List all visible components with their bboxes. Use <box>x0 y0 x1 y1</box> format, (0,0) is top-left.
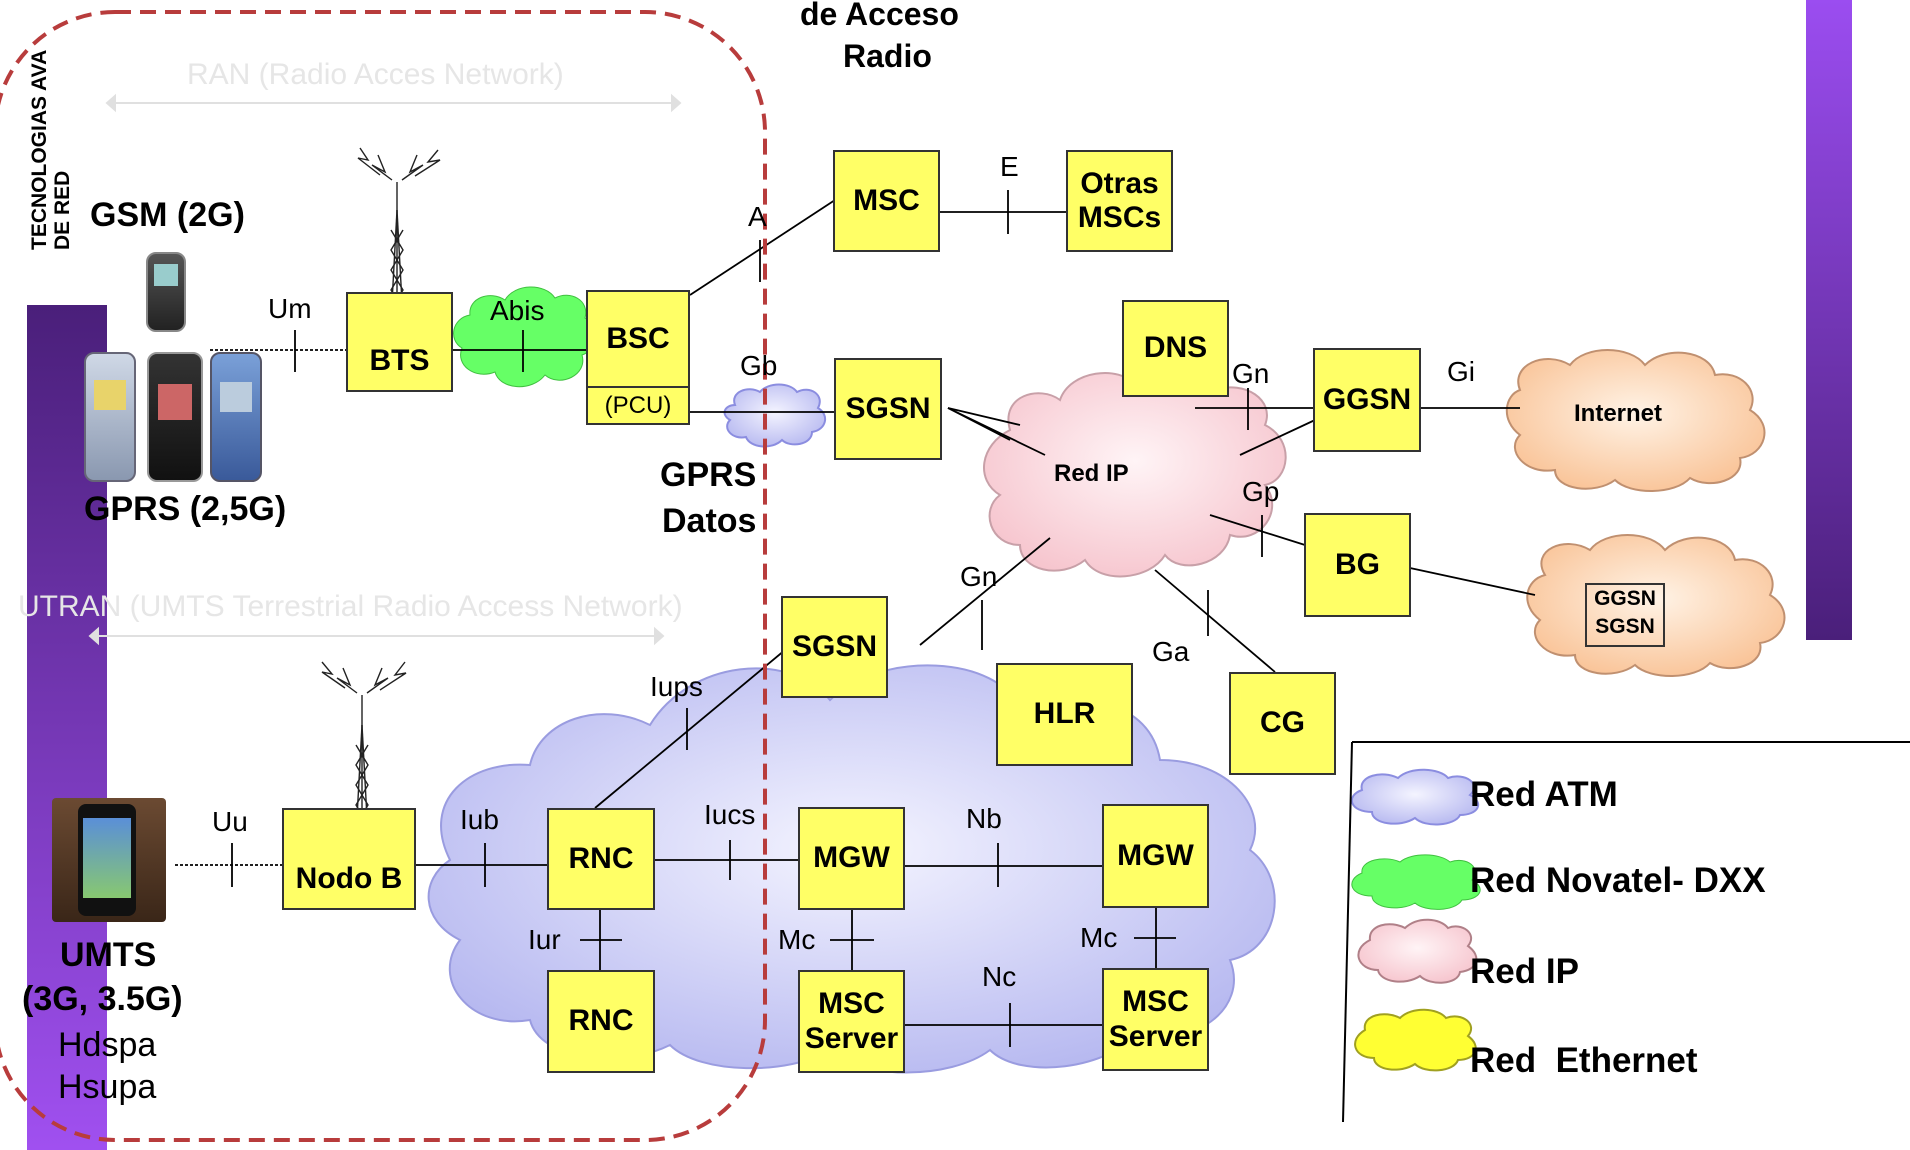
ga-interface-label: Ga <box>1152 636 1190 667</box>
external-ggsn-label: GGSN <box>1594 587 1656 610</box>
abis-novatel-cloud <box>453 286 596 388</box>
uu-interface-label: Uu <box>212 806 248 837</box>
gprs-datos-label-line1: GPRS <box>660 456 757 494</box>
gprs-phone-1-icon <box>84 352 136 482</box>
ggsn-node[interactable]: GGSN <box>1313 348 1421 452</box>
msc-server-right-line1: MSC <box>1122 985 1189 1018</box>
dns-node[interactable]: DNS <box>1122 300 1229 397</box>
legend-ip-label: Red IP <box>1470 952 1579 991</box>
gprs-phone-3-icon <box>210 352 262 482</box>
vertical-title: TECNOLOGIAS AVA DE RED <box>28 50 74 250</box>
legend-atm-label: Red ATM <box>1470 775 1618 814</box>
mgw-right-node[interactable]: MGW <box>1102 804 1209 908</box>
gb-atm-cloud <box>723 383 827 448</box>
external-ggsn-sgsn-box: GGSN SGSN <box>1585 583 1665 647</box>
bts-node[interactable]: BTS <box>346 292 453 392</box>
legend-ip-cloud <box>1357 918 1478 984</box>
gb-interface-label: Gb <box>740 350 778 381</box>
umts-smartphone-icon <box>52 798 166 922</box>
external-network-cloud <box>1526 534 1786 677</box>
gn-mid-interface-label: Gn <box>960 561 998 592</box>
msc-server-left-node[interactable]: MSC Server <box>798 970 905 1073</box>
msc-server-left-line2: Server <box>804 1021 899 1055</box>
legend-ethernet-label: Red Ethernet <box>1470 1041 1698 1080</box>
internet-cloud-label: Internet <box>1574 400 1663 427</box>
iub-interface-label: Iub <box>460 804 499 835</box>
otras-mscs-line1: Otras <box>1080 166 1159 200</box>
mc-left-interface-label: Mc <box>778 924 816 955</box>
gn-top-interface-label: Gn <box>1232 358 1270 389</box>
legend-frame-left <box>1342 741 1353 1123</box>
external-sgsn-label: SGSN <box>1595 615 1655 638</box>
bsc-label: BSC <box>586 290 690 388</box>
iups-interface-label: Iups <box>650 671 703 702</box>
gi-interface-label: Gi <box>1447 356 1475 387</box>
hlr-node[interactable]: HLR <box>996 663 1133 766</box>
otras-mscs-line2: MSCs <box>1077 201 1162 234</box>
ran-region-label: RAN (Radio Acces Network) <box>187 58 564 91</box>
utran-region-label: UTRAN (UMTS Terrestrial Radio Access Net… <box>18 590 683 623</box>
umts-label-line2: (3G, 3.5G) <box>22 980 183 1018</box>
legend-novatel-cloud <box>1351 854 1481 910</box>
connection-lines <box>175 199 1536 1026</box>
legend-atm-cloud <box>1350 768 1480 826</box>
um-interface-label: Um <box>268 293 312 324</box>
mc-right-interface-label: Mc <box>1080 922 1118 953</box>
nb-interface-label: Nb <box>966 803 1002 834</box>
otras-mscs-node[interactable]: Otras MSCs <box>1066 150 1173 252</box>
sgsn-top-node[interactable]: SGSN <box>834 358 942 460</box>
internet-cloud <box>1505 349 1766 492</box>
hsupa-label: Hsupa <box>58 1068 157 1106</box>
gsm-label: GSM (2G) <box>90 196 245 234</box>
sgsn-bottom-node[interactable]: SGSN <box>781 596 888 698</box>
abis-interface-label: Abis <box>490 295 545 326</box>
e-interface-label: E <box>1000 151 1019 182</box>
iur-interface-label: Iur <box>528 924 561 955</box>
interface-ticks <box>231 190 1263 1047</box>
vertical-title-line1: TECNOLOGIAS AVA <box>28 49 51 250</box>
gprs-datos-label-line2: Datos <box>662 502 757 540</box>
legend-novatel-label: Red Novatel- DXX <box>1470 861 1766 900</box>
rnc-bottom-node[interactable]: RNC <box>547 970 655 1073</box>
rnc-top-node[interactable]: RNC <box>547 808 655 910</box>
red-ip-cloud-label: Red IP <box>1054 460 1129 487</box>
diagram-title-line1: de Acceso <box>800 0 959 32</box>
msc-server-right-line2: Server <box>1108 1019 1203 1053</box>
msc-server-right-node[interactable]: MSC Server <box>1102 968 1209 1071</box>
gp-interface-label: Gp <box>1242 476 1280 507</box>
a-interface-label: A <box>748 201 767 232</box>
nc-interface-label: Nc <box>982 961 1017 992</box>
gprs-phone-2-icon <box>147 352 203 482</box>
legend-ethernet-cloud <box>1354 1008 1477 1072</box>
diagram-title-line2: Radio <box>843 38 932 74</box>
gprs-label: GPRS (2,5G) <box>84 490 287 528</box>
utran-span-arrow <box>88 626 665 646</box>
umts-label-line1: UMTS <box>60 936 157 974</box>
gsm-phone-icon <box>146 252 186 332</box>
hdspa-label: Hdspa <box>58 1026 157 1064</box>
ran-dashed-region <box>0 10 767 1142</box>
red-ip-cloud <box>983 365 1287 578</box>
mgw-left-node[interactable]: MGW <box>798 807 905 910</box>
bg-node[interactable]: BG <box>1304 513 1411 617</box>
msc-node[interactable]: MSC <box>833 150 940 252</box>
ran-span-arrow <box>105 93 682 113</box>
nodo-b-node[interactable]: Nodo B <box>282 808 416 910</box>
iucs-interface-label: Iucs <box>704 799 756 830</box>
right-purple-bar <box>1806 0 1852 640</box>
vertical-title-line2: DE RED <box>51 170 74 250</box>
pcu-label: (PCU) <box>586 386 690 425</box>
msc-server-left-line1: MSC <box>818 987 885 1020</box>
bsc-node[interactable]: BSC (PCU) <box>586 290 690 425</box>
cg-node[interactable]: CG <box>1229 672 1336 775</box>
